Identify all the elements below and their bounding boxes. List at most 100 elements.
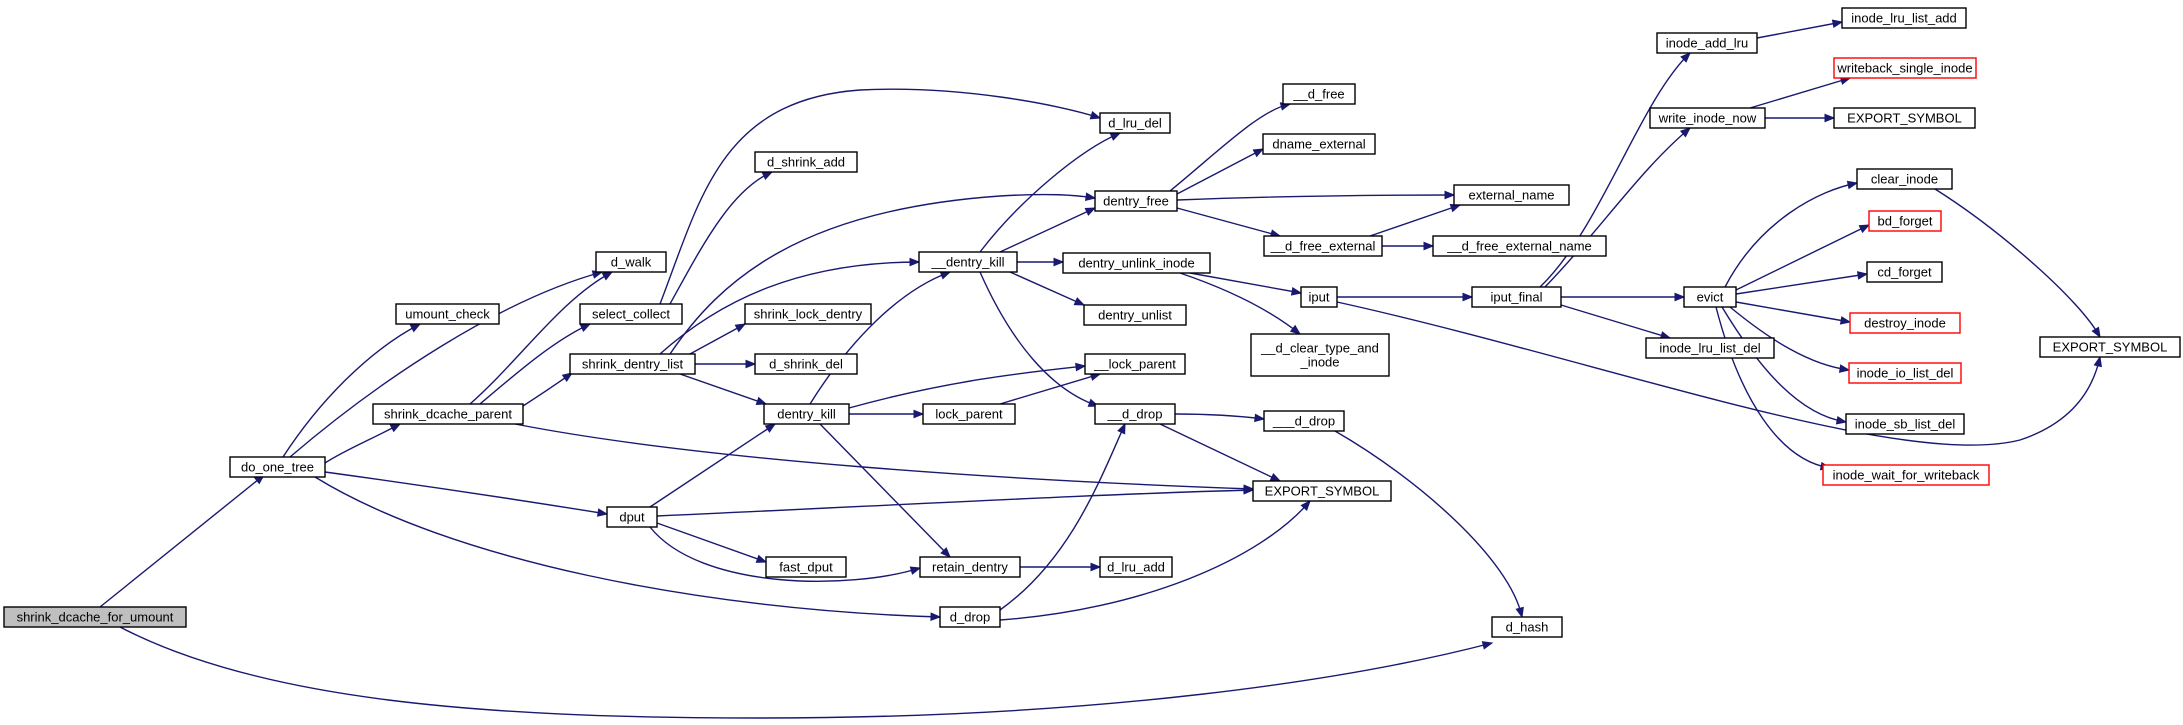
node-label: select_collect	[592, 307, 670, 322]
edge-arrowhead	[734, 323, 747, 333]
edge-dput-to-retain_dentry	[649, 526, 922, 582]
node-d-drop[interactable]: d_drop	[939, 606, 1001, 628]
edge-arrowhead	[1858, 224, 1871, 234]
edge-line	[1715, 306, 1831, 469]
node-label: destroy_inode	[1864, 316, 1946, 331]
node-d-free-external[interactable]: __d_free_external	[1263, 235, 1383, 257]
node-inode-wait-for-writeback[interactable]: inode_wait_for_writeback	[1822, 464, 1990, 486]
node-select-collect[interactable]: select_collect	[579, 303, 683, 325]
node-label: shrink_dcache_for_umount	[17, 610, 174, 625]
node-dname-external[interactable]: dname_external	[1262, 133, 1376, 155]
node-EXPORT-SYMBOL-top[interactable]: EXPORT_SYMBOL	[1833, 107, 1976, 129]
node-dput[interactable]: dput	[606, 506, 658, 528]
node-dentry-unlist[interactable]: dentry_unlist	[1083, 304, 1187, 326]
node-box	[1856, 168, 1953, 190]
edge-___d_drop-to-d_hash	[1334, 430, 1524, 619]
node-label: d_shrink_add	[767, 155, 845, 170]
edge-shrink_dcache_parent-to-shrink_dentry_list	[522, 372, 574, 407]
node-inode-add-lru[interactable]: inode_add_lru	[1656, 32, 1758, 54]
node-do-one-tree[interactable]: do_one_tree	[229, 456, 326, 478]
node-box	[1645, 337, 1775, 359]
node-shrink-lock-dentry[interactable]: shrink_lock_dentry	[744, 303, 872, 325]
node-d-drop[interactable]: ___d_drop	[1263, 410, 1345, 432]
node-iput-final[interactable]: iput_final	[1471, 286, 1562, 308]
node-d-hash[interactable]: d_hash	[1491, 616, 1563, 638]
edge-__d_free_external-to-external_name	[1369, 203, 1462, 237]
node-box	[1250, 333, 1390, 377]
node-lock-parent[interactable]: __lock_parent	[1084, 353, 1186, 375]
edge-shrink_dcache_for_umount-to-do_one_tree	[99, 474, 266, 608]
node-shrink-dentry-list[interactable]: shrink_dentry_list	[569, 353, 696, 375]
node-fast-dput[interactable]: fast_dput	[765, 556, 847, 578]
node-iput[interactable]: iput	[1300, 286, 1338, 308]
node-box	[3, 606, 187, 628]
edge-arrowhead	[939, 271, 952, 280]
node-d-drop[interactable]: __d_drop	[1094, 403, 1176, 425]
node-inode-sb-list-del[interactable]: inode_sb_list_del	[1845, 413, 1965, 435]
node-box	[1099, 112, 1171, 134]
edge-shrink_dcache_parent-to-EXPORT_SYMBOL_mid	[514, 423, 1255, 493]
edge-line	[1729, 306, 1850, 371]
node-dentry-free[interactable]: dentry_free	[1094, 190, 1178, 212]
node-writeback-single-inode[interactable]: writeback_single_inode	[1833, 57, 1977, 79]
node-label: dput	[619, 510, 645, 525]
edge-inode_add_lru-to-inode_lru_list_add	[1756, 19, 1844, 39]
node-write-inode-now[interactable]: write_inode_now	[1649, 107, 1766, 129]
node-cd-forget[interactable]: cd_forget	[1866, 261, 1943, 283]
node-box	[765, 556, 847, 578]
node-box	[754, 353, 858, 375]
edge-arrowhead	[1679, 127, 1692, 138]
edge-write_inode_now-to-writeback_single_inode	[1749, 76, 1852, 109]
node-d-lru-add[interactable]: d_lru_add	[1099, 556, 1173, 578]
node-EXPORT-SYMBOL-mid[interactable]: EXPORT_SYMBOL	[1252, 480, 1392, 502]
node-dentry-kill[interactable]: __dentry_kill	[918, 251, 1018, 273]
edge-line	[469, 271, 613, 405]
node-destroy-inode[interactable]: destroy_inode	[1849, 312, 1961, 334]
edge-arrowhead	[409, 323, 422, 333]
node-dentry-unlink-inode[interactable]: dentry_unlink_inode	[1062, 252, 1211, 274]
edge-dput-to-EXPORT_SYMBOL_mid	[656, 485, 1255, 517]
node-d-shrink-del[interactable]: d_shrink_del	[754, 353, 858, 375]
node-d-walk[interactable]: d_walk	[595, 251, 667, 273]
node-inode-io-list-del[interactable]: inode_io_list_del	[1848, 362, 1962, 384]
node-label: EXPORT_SYMBOL	[1847, 111, 1962, 126]
node-inode-lru-list-add[interactable]: inode_lru_list_add	[1841, 7, 1967, 29]
edge-evict-to-destroy_inode	[1735, 301, 1852, 325]
node-label: __dentry_kill	[931, 255, 1005, 270]
edge-arrowhead	[1835, 415, 1848, 425]
edge-arrowhead	[1300, 499, 1311, 511]
node-clear-inode[interactable]: clear_inode	[1856, 168, 1953, 190]
node-lock-parent[interactable]: lock_parent	[922, 403, 1016, 425]
edge-arrowhead	[764, 423, 777, 433]
node-shrink-dcache-parent[interactable]: shrink_dcache_parent	[372, 403, 524, 425]
node-umount-check[interactable]: umount_check	[395, 303, 500, 325]
node-d-clear-type-and-inode[interactable]: __d_clear_type_and_inode	[1250, 333, 1390, 377]
node-label: inode_lru_list_add	[1851, 11, 1957, 26]
node-label: inode_wait_for_writeback	[1833, 468, 1980, 483]
node-box	[579, 303, 683, 325]
node-d-shrink-add[interactable]: d_shrink_add	[754, 151, 858, 173]
node-retain-dentry[interactable]: retain_dentry	[919, 556, 1021, 578]
node-d-free-external-name[interactable]: __d_free_external_name	[1432, 235, 1607, 257]
edge-line	[1539, 52, 1691, 288]
edge-line	[656, 522, 767, 563]
node-inode-lru-list-del[interactable]: inode_lru_list_del	[1645, 337, 1775, 359]
node-d-free[interactable]: __d_free	[1282, 83, 1356, 105]
node-box	[939, 606, 1001, 628]
node-bd-forget[interactable]: bd_forget	[1868, 210, 1942, 232]
node-shrink-dcache-for-umount[interactable]: shrink_dcache_for_umount	[3, 606, 187, 628]
node-EXPORT-SYMBOL-right[interactable]: EXPORT_SYMBOL	[2039, 336, 2181, 358]
node-evict[interactable]: evict	[1683, 286, 1737, 308]
node-box	[1649, 107, 1766, 129]
edge-line	[1179, 272, 1301, 335]
edge-line	[282, 323, 421, 458]
edge-arrowhead	[1269, 473, 1282, 482]
edge-line	[848, 365, 1086, 409]
edge-arrowhead	[1481, 641, 1494, 650]
node-external-name[interactable]: external_name	[1453, 184, 1570, 206]
node-d-lru-del[interactable]: d_lru_del	[1099, 112, 1171, 134]
edge-line	[99, 474, 265, 608]
edge-arrowhead	[755, 396, 768, 405]
node-dentry-kill[interactable]: dentry_kill	[763, 403, 850, 425]
